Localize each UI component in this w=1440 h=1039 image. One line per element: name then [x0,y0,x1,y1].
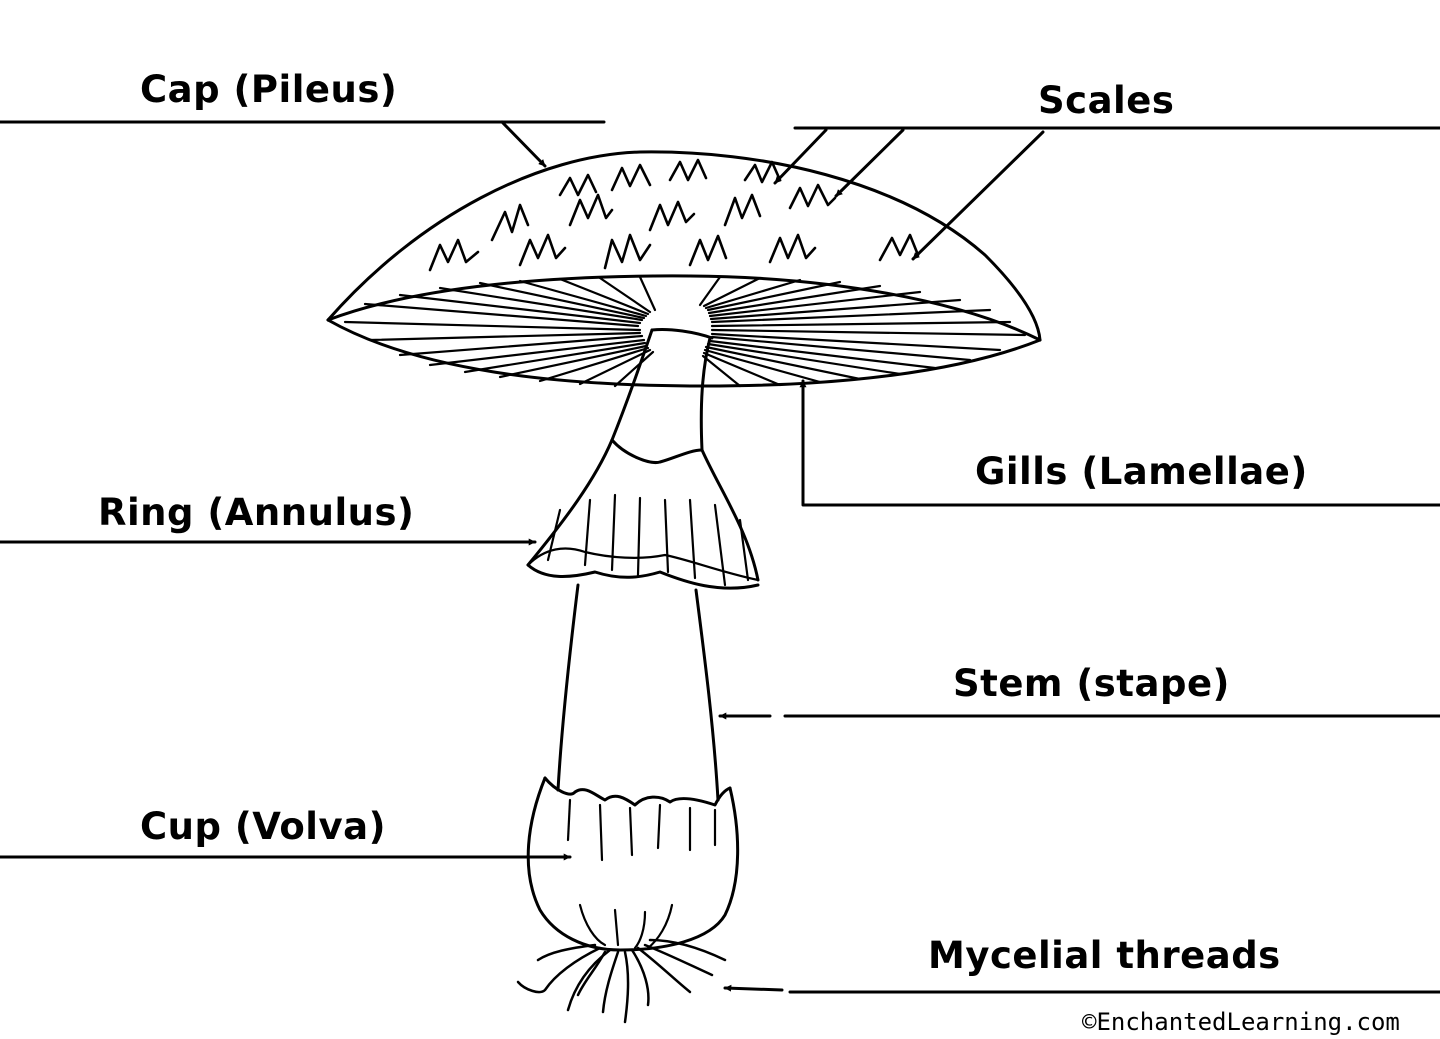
scales-label: Scales [1038,79,1175,122]
gills-label: Gills (Lamellae) [975,450,1308,493]
volva-folds [566,798,717,950]
stem-right [694,588,720,802]
mycelial-leader [725,988,1440,992]
cap-label: Cap (Pileus) [140,68,398,111]
volva-right [618,786,740,952]
scales-leaders [773,126,1440,261]
gills-leader [799,379,1440,507]
upper-stem-left [610,328,654,442]
stem-top-shadow [650,328,714,340]
stem-left [556,583,580,792]
volva-rim [543,776,732,807]
cap-outline [326,150,1042,342]
mycelial-label: Mycelial threads [928,934,1281,977]
gills [343,275,1027,388]
stem-label: Stem (stape) [953,662,1230,705]
ring-bottom [526,563,760,590]
cap-leader [0,120,606,166]
volva-left [526,776,622,952]
cup-label: Cup (Volva) [140,805,386,848]
upper-stem-right [699,336,712,452]
ring-inner-edge [526,547,760,582]
ring-top [610,438,704,465]
mycelial-threads [516,938,727,1024]
ring-folds [546,493,750,587]
copyright-credit: ©EnchantedLearning.com [1082,1008,1400,1036]
cap-rim [326,274,1042,342]
ring-label: Ring (Annulus) [98,491,415,534]
scales [428,158,920,272]
cap-underside [326,318,1042,388]
ring-right [700,448,760,582]
ring-left [526,438,614,567]
